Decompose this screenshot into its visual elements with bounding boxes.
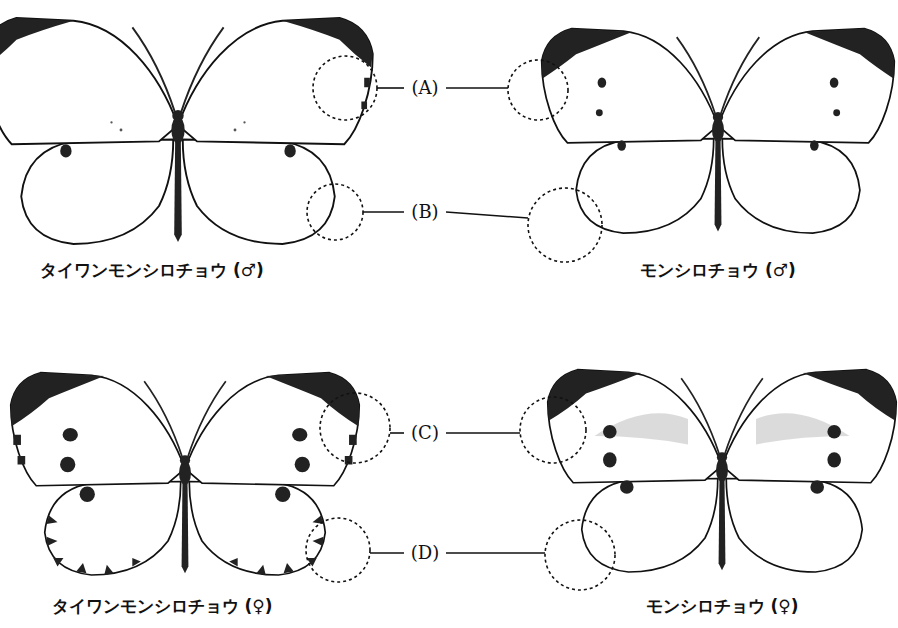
mark-circle [307,184,363,240]
leader-line [446,212,528,218]
callout-letter: (A) [409,77,440,99]
butterfly-monshiro-female [548,370,897,572]
mark-circle [320,393,390,463]
figure-caption: タイワンモンシロチョウ (♂) [38,260,266,280]
callout-letter: (C) [409,422,441,444]
leader-line [390,432,404,434]
butterfly-monshiro-male [542,29,895,234]
leader-line [370,552,404,554]
mark-circle [313,56,377,120]
leader-line [446,552,545,554]
callout-letter: (D) [409,542,441,564]
mark-circle [528,188,602,262]
figure-caption: モンシロチョウ (♂) [638,260,798,280]
mark-circle [520,397,586,463]
figure-caption: モンシロチョウ (♀) [644,596,801,616]
leader-lines [363,88,545,553]
callout-letter: (B) [409,201,440,223]
leader-line [446,432,520,434]
mark-circle [306,518,370,582]
butterfly-taiwan-male [0,18,373,244]
marking-circles [306,56,615,590]
leader-line [446,87,508,89]
leader-line [377,87,404,89]
mark-circle [545,520,615,590]
mark-circle [508,60,568,120]
figure-caption: タイワンモンシロチョウ (♀) [50,596,275,616]
leader-line [363,211,404,213]
butterfly-taiwan-female [11,373,360,575]
